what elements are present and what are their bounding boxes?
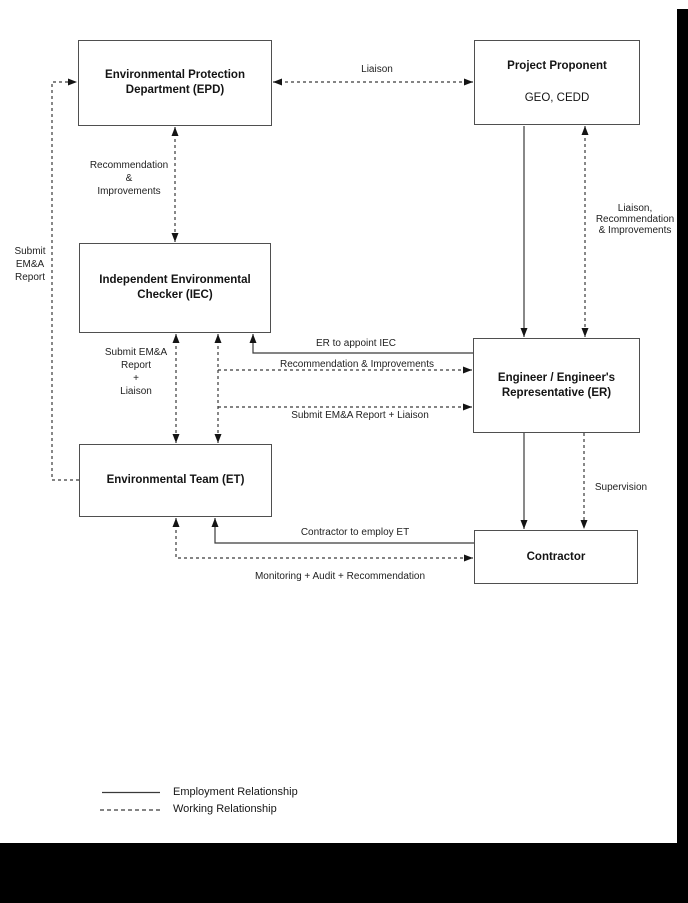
- box-epd-label: Environmental Protection Department (EPD…: [105, 69, 245, 96]
- box-er: Engineer / Engineer's Representative (ER…: [473, 338, 640, 433]
- label-rec-improvements-top: Recommendation & Improvements: [89, 160, 169, 197]
- label-submit-emna-liaison-left: Submit EM&A Report + Liaison: [104, 347, 168, 397]
- scan-frame-right: [677, 9, 688, 903]
- box-contractor: Contractor: [474, 530, 638, 584]
- box-er-label: Engineer / Engineer's Representative (ER…: [497, 371, 616, 399]
- box-iec-label: Independent Environmental Checker (IEC): [99, 274, 251, 301]
- box-epd: Environmental Protection Department (EPD…: [78, 40, 272, 126]
- label-supervision: Supervision: [594, 482, 648, 493]
- label-submit-emna-liaison-mid: Submit EM&A Report + Liaison: [291, 410, 429, 421]
- box-project-proponent-title: Project Proponent: [507, 60, 607, 72]
- legend-employment-label: Employment Relationship: [173, 786, 298, 798]
- label-liaison-rec-improvements-right: Liaison, Recommendation & Improvements: [595, 203, 675, 236]
- label-contractor-employ-et: Contractor to employ ET: [300, 527, 410, 538]
- scan-frame-bottom: [0, 843, 688, 903]
- label-liaison-top: Liaison: [361, 64, 393, 75]
- box-et-label: Environmental Team (ET): [106, 474, 245, 486]
- box-iec: Independent Environmental Checker (IEC): [79, 243, 271, 333]
- box-et: Environmental Team (ET): [79, 444, 272, 517]
- box-project-proponent-subtitle: GEO, CEDD: [524, 92, 590, 104]
- legend-working-label: Working Relationship: [173, 803, 277, 815]
- edge-submit-emna-et-epd: [51, 78, 79, 481]
- label-er-appoint-iec: ER to appoint IEC: [315, 338, 397, 349]
- box-contractor-label: Contractor: [526, 550, 586, 563]
- label-rec-improvements-mid: Recommendation & Improvements: [280, 359, 434, 370]
- box-project-proponent: Project Proponent GEO, CEDD: [474, 40, 640, 125]
- label-submit-emna-left: Submit EM&A Report: [14, 246, 46, 283]
- label-monitoring-audit: Monitoring + Audit + Recommendation: [254, 571, 426, 582]
